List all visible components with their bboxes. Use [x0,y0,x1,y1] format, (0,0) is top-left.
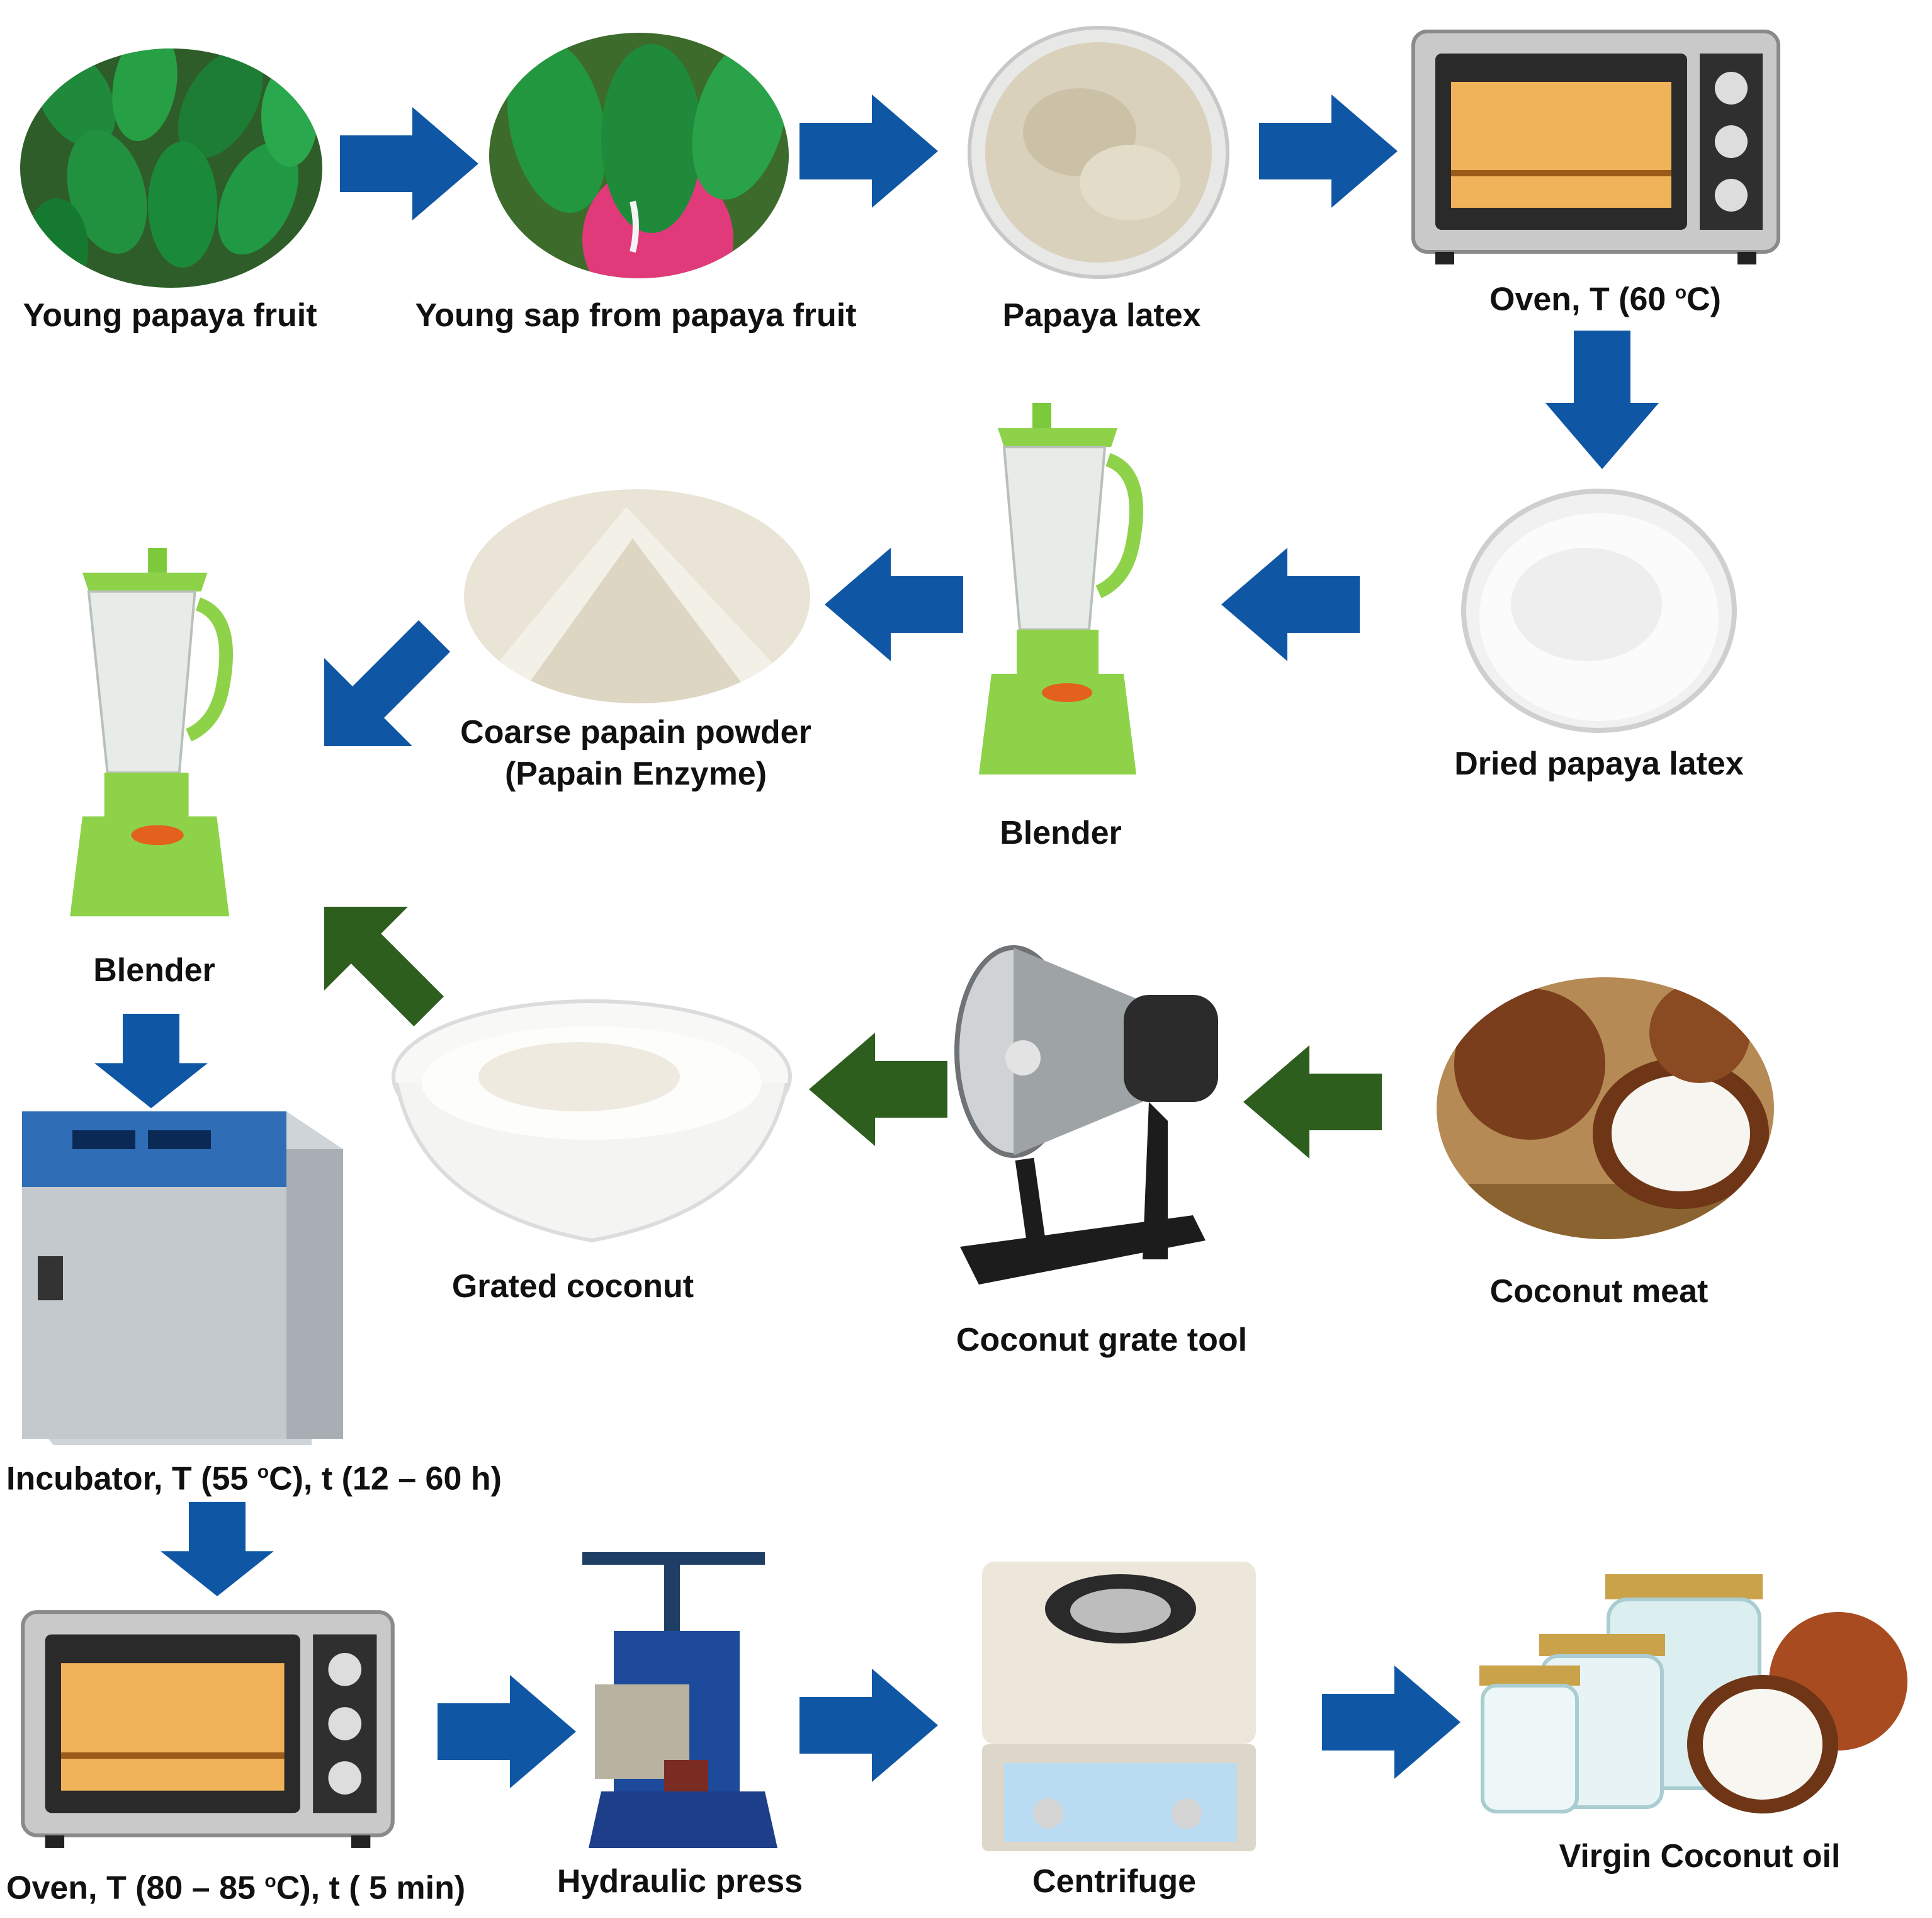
hydraulic-press-image [582,1552,777,1848]
incubator-image [22,1111,343,1445]
blender-1-label: Blender [1000,815,1122,851]
flow-arrow-14 [799,1669,938,1782]
flow-arrow-1 [340,107,478,220]
oven-image [21,1610,395,1848]
papain-powder-image [464,489,810,703]
papain-powder-line1: Coarse papain powder [460,714,811,751]
flow-arrow-4 [1545,331,1659,469]
flow-arrow-9 [809,1033,947,1146]
grater-image [954,945,1218,1285]
coconut-meat-label: Coconut meat [1489,1273,1709,1310]
young-sap-label: Young sap from papaya fruit [415,297,857,334]
latex-dish-image [968,26,1229,279]
dried-latex-dish-image [1461,489,1737,733]
flow-arrow-13 [438,1675,576,1788]
papaya-sap-image [489,33,789,278]
blender-image [979,403,1143,775]
vco-label: Virgin Coconut oil [1559,1838,1841,1875]
oil-jars-image [1473,1562,1926,1826]
blender-image [70,548,234,917]
grated-coconut-bowl-image [392,999,792,1243]
dried-latex-label: Dried papaya latex [1454,746,1744,782]
flow-arrow-10 [1243,1045,1382,1159]
flow-arrow-2 [799,94,938,208]
oven-80-label: Oven, T (80 – 85 oC), t ( 5 min) [6,1870,466,1907]
papaya-latex-label: Papaya latex [1002,297,1201,334]
papaya-fruit-image [20,48,322,288]
flow-arrow-12 [161,1502,274,1596]
coconut-meat-image [1437,977,1774,1239]
blender-2-label: Blender [93,952,215,989]
flow-arrow-3 [1259,94,1398,208]
young-papaya-label: Young papaya fruit [23,297,317,334]
incubator-label: Incubator, T (55 oC), t (12 – 60 h) [6,1460,502,1497]
press-label: Hydraulic press [556,1863,803,1900]
flow-arrow-11 [94,1014,208,1108]
flow-arrow-6 [825,548,963,661]
flow-arrow-5 [1221,548,1360,661]
grated-coconut-label: Grated coconut [451,1268,694,1305]
grate-tool-label: Coconut grate tool [956,1322,1248,1358]
oven-image [1411,30,1780,264]
centrifuge-image [982,1562,1256,1851]
papain-powder-label: Coarse papain powder (Papain Enzyme) [428,712,844,795]
flow-arrow-7 [324,620,450,746]
oven-60-label: Oven, T (60 oC) [1489,281,1721,318]
papain-powder-line2: (Papain Enzyme) [504,756,767,792]
flow-arrow-8 [324,907,444,1026]
centrifuge-label: Centrifuge [1032,1863,1196,1900]
flow-arrow-15 [1322,1665,1460,1779]
